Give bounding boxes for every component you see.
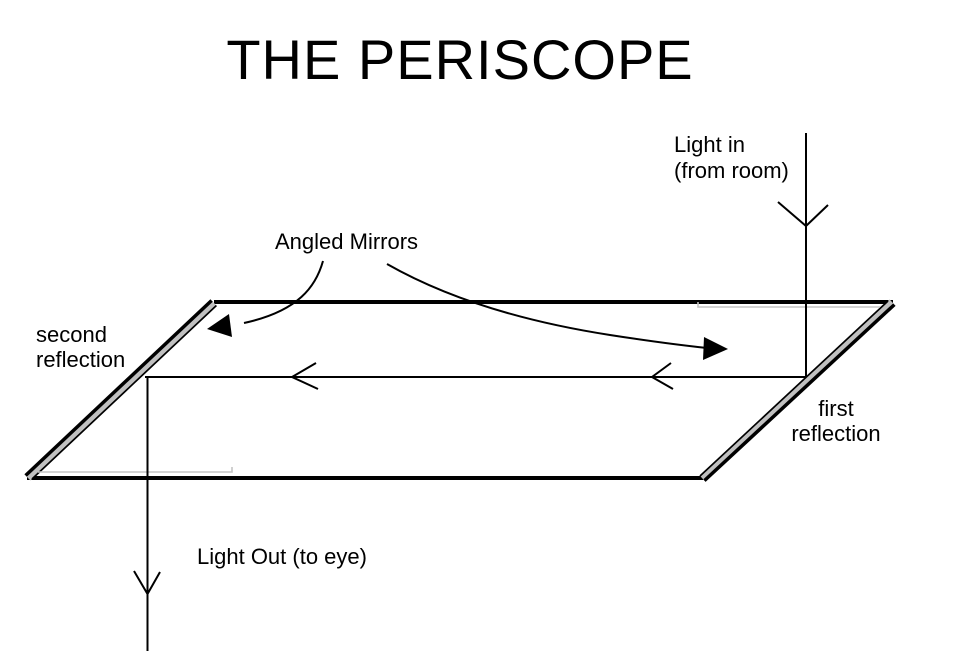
light-in-arrowhead — [777, 201, 829, 228]
first-reflection-label-line2: reflection — [791, 421, 881, 446]
light-out-label: Light Out (to eye) — [197, 544, 367, 569]
light-in-label-line2: (from room) — [674, 158, 789, 183]
light-in-label-line1: Light in — [674, 132, 745, 157]
bottom-left-seam-line — [38, 467, 233, 473]
angled-mirrors-pointer-left — [243, 260, 324, 324]
right-mirror-face — [699, 299, 895, 481]
light-across-arrowhead-right — [650, 362, 674, 390]
angled-mirrors-pointer-right — [386, 263, 708, 349]
top-right-seam-line — [697, 302, 880, 308]
left-mirror-inner-edge — [31, 304, 217, 480]
right-mirror-inner-edge — [699, 300, 889, 477]
light-out-arrowhead — [133, 570, 161, 596]
left-mirror-outer-edge — [24, 299, 213, 477]
second-reflection-label-line2: reflection — [36, 347, 126, 372]
angled-mirrors-label: Angled Mirrors — [275, 229, 419, 254]
left-mirror-face — [25, 300, 217, 481]
light-in-label: Light in (from room) — [674, 132, 789, 184]
right-mirror-outer-edge — [703, 303, 896, 482]
second-reflection-label-line1: second — [36, 322, 107, 347]
first-reflection-label: first reflection — [786, 396, 886, 446]
light-across-arrowhead-left — [289, 362, 319, 390]
angled-mirrors-pointer-left-head — [207, 314, 232, 337]
second-reflection-label: second reflection — [36, 322, 125, 372]
first-reflection-label-line1: first — [818, 396, 854, 421]
angled-mirrors-pointer-right-head — [703, 337, 728, 360]
diagram-title: THE PERISCOPE — [226, 28, 694, 91]
